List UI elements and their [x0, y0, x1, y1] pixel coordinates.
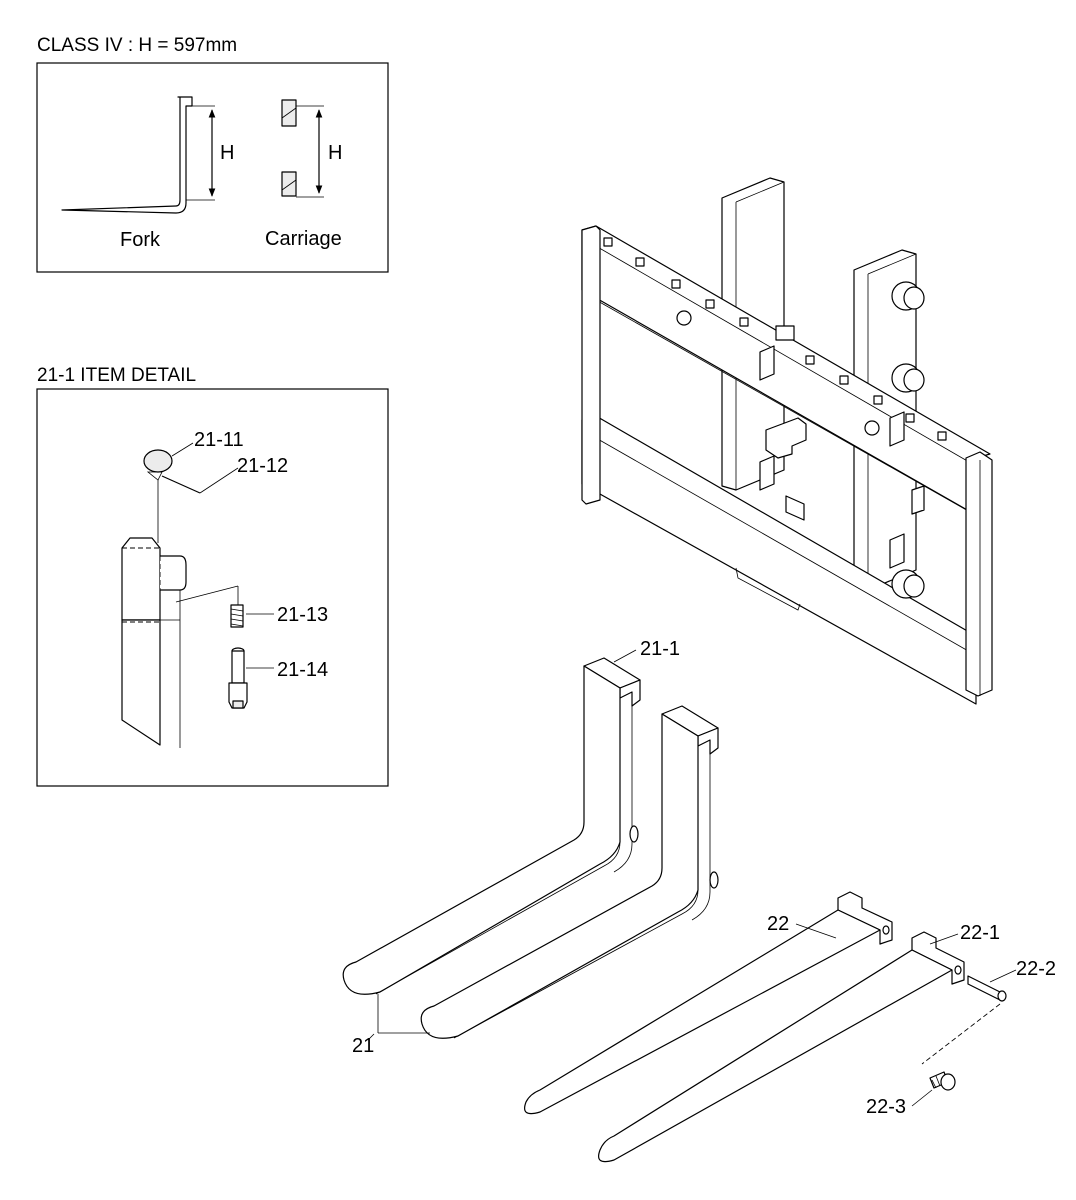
- fork-profile-drawing: H Fork: [61, 96, 234, 251]
- callout-22-2: 22-2: [1016, 958, 1056, 980]
- item-detail-frame: [36, 388, 389, 787]
- fork-front: [420, 705, 719, 1039]
- part-21-12-pin: [161, 475, 201, 494]
- callout-22: 22: [767, 913, 789, 935]
- callout-22-1: 22-1: [960, 922, 1000, 944]
- part-21-14-plunger: [228, 647, 248, 709]
- callout-21-1: 21-1: [640, 638, 680, 660]
- fork-back: [342, 657, 641, 995]
- callout-21-14: 21-14: [277, 659, 328, 681]
- item-detail-title: 21-1 ITEM DETAIL: [37, 365, 196, 386]
- class-iv-frame: [36, 62, 389, 273]
- callout-21: 21: [352, 1035, 374, 1057]
- part-21-13-spring: [230, 604, 244, 628]
- extension-back: [524, 891, 893, 1115]
- carriage-label: Carriage: [265, 228, 342, 250]
- fork-dim-h: H: [220, 142, 234, 164]
- carriage-rollers: [676, 281, 925, 599]
- callout-21-13: 21-13: [277, 604, 328, 626]
- carriage-dim-h: H: [328, 142, 342, 164]
- class-iv-panel: CLASS IV : H = 597mm H Fork H Carriage: [36, 35, 389, 273]
- extension-front: [598, 931, 965, 1163]
- part-22-3-bolt: [929, 1071, 956, 1091]
- fork-extensions: 22 22-1 22-2 22-3: [524, 891, 1056, 1163]
- part-21-11-knob: [143, 449, 173, 473]
- item-detail-panel: 21-1 ITEM DETAIL: [36, 365, 389, 787]
- fork-pair: 21 21-1: [342, 638, 719, 1057]
- carriage-right-end: [965, 451, 993, 697]
- class-iv-title: CLASS IV : H = 597mm: [37, 35, 237, 56]
- fork-label: Fork: [120, 229, 161, 251]
- carriage-profile-drawing: H Carriage: [265, 99, 342, 250]
- fork-upright-detail: [121, 537, 187, 748]
- callout-21-11: 21-11: [194, 429, 244, 451]
- carriage-left-end: [581, 225, 601, 505]
- callout-21-12: 21-12: [237, 455, 288, 477]
- carriage-notches: [603, 237, 947, 441]
- carriage-assembly: [581, 177, 993, 705]
- carriage-brackets: [759, 345, 925, 569]
- callout-22-3: 22-3: [866, 1096, 906, 1118]
